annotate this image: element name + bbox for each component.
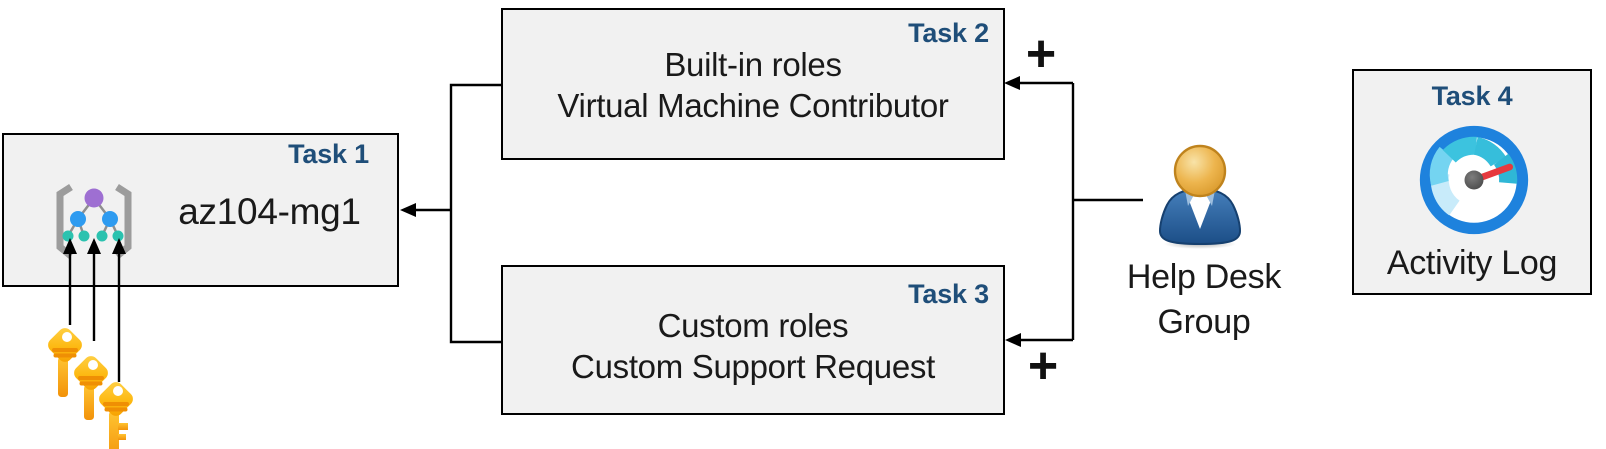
arrowhead-to-task1 (400, 203, 416, 217)
left-connector-lines (415, 83, 501, 344)
task2-label: Task 2 (908, 18, 989, 48)
help-desk-person-icon (1158, 144, 1242, 249)
task3-line1: Custom roles (657, 307, 849, 344)
key-1 (45, 325, 85, 397)
task1-title: az104-mg1 (178, 191, 361, 232)
task2-line1: Built-in roles (664, 46, 842, 83)
task2-box: Task 2 Built-in roles Virtual Machine Co… (501, 8, 1005, 160)
task4-box: Task 4 Activity Log (1352, 69, 1592, 295)
access-keys-icon (45, 325, 136, 449)
key-3 (96, 379, 136, 449)
task1-box: Task 1 az104-mg1 (2, 133, 399, 287)
task3-line2: Custom Support Request (571, 348, 935, 385)
task1-label: Task 1 (288, 139, 369, 169)
task2-line2: Virtual Machine Contributor (557, 87, 949, 124)
management-group-icon (56, 184, 132, 259)
task4-title: Activity Log (1386, 244, 1558, 282)
key-2 (71, 353, 111, 420)
actor-label-line1: Help Desk (1126, 258, 1282, 296)
activity-log-gauge-icon (1419, 125, 1529, 235)
task3-label: Task 3 (908, 279, 989, 309)
plus-sign-top: + (1025, 25, 1057, 83)
task4-label: Task 4 (1431, 81, 1513, 111)
plus-sign-bottom: + (1027, 337, 1059, 395)
actor-label: Help Desk Group (1114, 255, 1294, 345)
actor-label-line2: Group (1157, 303, 1251, 341)
task3-box: Task 3 Custom roles Custom Support Reque… (501, 265, 1005, 415)
